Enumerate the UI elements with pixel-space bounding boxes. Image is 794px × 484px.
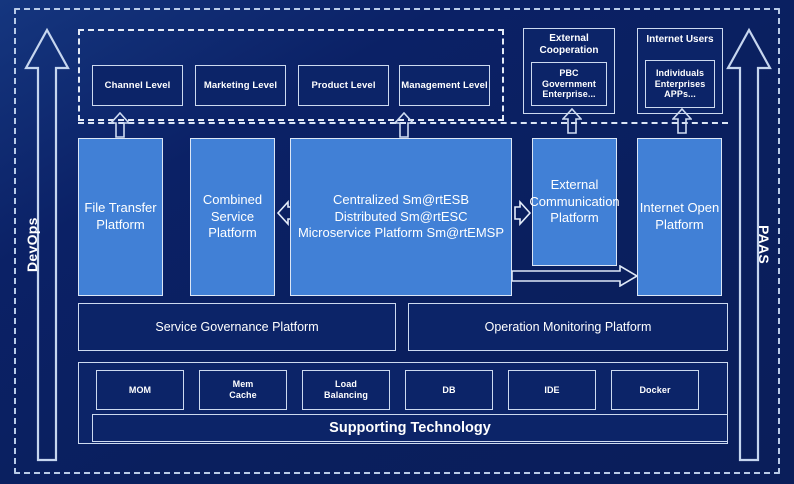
support-label-line-1: Load [335,379,357,390]
platform-label: Combined Service Platform [202,191,263,241]
internet-users-body-box: Individuals Enterprises APPs... [645,60,715,108]
level-box-channel[interactable]: Channel Level [92,65,183,106]
up-arrow-icon [726,27,772,462]
service-governance-platform[interactable]: Service Governance Platform [78,303,396,351]
support-item-ide[interactable]: IDE [508,370,596,410]
outer-dashed-frame [14,8,780,474]
support-item-mom[interactable]: MOM [96,370,184,410]
operation-monitoring-platform[interactable]: Operation Monitoring Platform [408,303,728,351]
level-box-marketing[interactable]: Marketing Level [195,65,286,106]
support-label: MOM [128,384,152,395]
connector-right-center-to-external-comm [514,200,531,226]
platform-label: File Transfer Platform [84,200,157,232]
level-box-product[interactable]: Product Level [298,65,389,106]
support-item-db[interactable]: DB [405,370,493,410]
support-label-line-2: Cache [229,390,257,400]
platform-file-transfer[interactable]: File Transfer Platform [78,138,163,296]
external-cooperation-body-box: PBC Government Enterprise... [531,62,607,106]
support-label-line-2: Balancing [324,390,368,400]
support-item-mem-cache[interactable]: Mem Cache [199,370,287,410]
up-arrow-icon [110,112,130,138]
platform-label-line-3: Microservice Platform Sm@rtEMSP [297,225,505,241]
governance-label: Service Governance Platform [155,319,319,334]
platform-centralized-esb[interactable]: Centralized Sm@rtESB Distributed Sm@rtES… [290,138,512,296]
connector-up-external-comm [562,108,582,134]
platform-label-line-1: Centralized Sm@rtESB [332,191,470,207]
connector-up-internet-open [672,108,692,134]
connector-right-center-to-internet-open [512,265,638,287]
level-label: Product Level [311,79,376,91]
devops-label: DevOps [24,217,40,273]
internet-users-body: Individuals Enterprises APPs... [654,68,706,100]
platform-label: Internet Open Platform [639,200,720,232]
internet-users-title: Internet Users [646,34,714,45]
supporting-technology-label: Supporting Technology [329,420,491,436]
platform-combined-service[interactable]: Combined Service Platform [190,138,275,296]
supporting-technology-bar: Supporting Technology [92,414,728,442]
support-label: Docker [639,384,671,395]
paas-label: PAAS [756,225,772,265]
support-label: IDE [544,384,560,395]
right-arrow-icon [512,265,638,287]
level-box-management[interactable]: Management Level [399,65,490,106]
platform-label: External Communication Platform [529,176,620,226]
connector-up-center-platform [394,112,414,138]
level-label: Channel Level [104,79,171,91]
level-label: Management Level [401,79,488,91]
paas-rail-arrow [726,26,772,464]
consumer-levels-frame [78,29,504,121]
external-cooperation-body: PBC Government Enterprise... [541,68,596,100]
platform-external-communication[interactable]: External Communication Platform [529,138,620,266]
platform-label-line-2: Distributed Sm@rtESC [334,208,468,224]
up-arrow-icon [394,112,414,138]
up-arrow-icon [562,108,582,134]
level-label: Marketing Level [203,79,278,91]
up-arrow-icon [24,27,70,462]
devops-rail-arrow [24,26,70,464]
support-item-load-balancing[interactable]: Load Balancing [302,370,390,410]
right-arrow-icon [514,200,531,226]
support-label-line-1: Mem [232,379,254,390]
connector-up-file-transfer [110,112,130,138]
support-item-docker[interactable]: Docker [611,370,699,410]
up-arrow-icon [672,108,692,134]
platform-internet-open[interactable]: Internet Open Platform [637,138,722,296]
support-label: DB [442,384,456,395]
external-cooperation-title: External Cooperation [539,33,599,56]
governance-label: Operation Monitoring Platform [484,319,652,334]
levels-divider [78,122,728,124]
